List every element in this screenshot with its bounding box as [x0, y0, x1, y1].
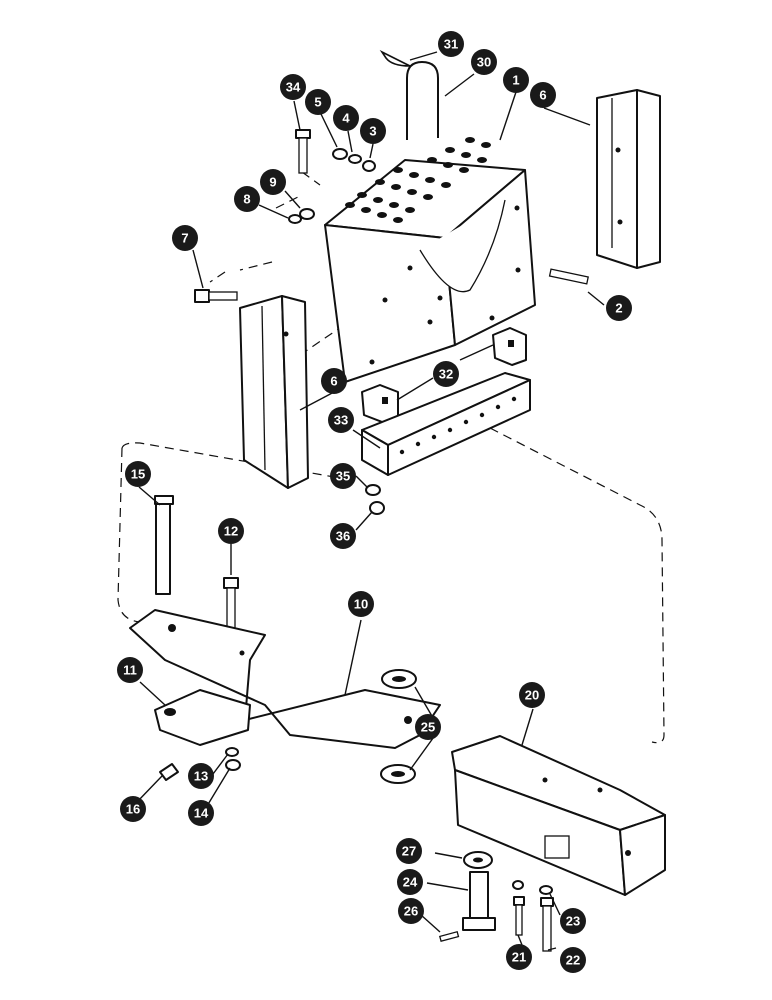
- callout-23-label: 23: [566, 914, 580, 929]
- callout-33: 33: [328, 407, 354, 433]
- channel-right: [596, 89, 661, 269]
- callout-14-label: 14: [194, 806, 209, 821]
- callout-2: 2: [606, 295, 632, 321]
- callout-6b-label: 6: [330, 374, 337, 389]
- callout-20-label: 20: [525, 688, 539, 703]
- callout-11: 11: [117, 657, 143, 683]
- callout-8: 8: [234, 186, 260, 212]
- callout-11-label: 11: [123, 663, 137, 678]
- washer-23: [539, 885, 553, 895]
- callout-35: 35: [330, 463, 356, 489]
- callout-3: 3: [360, 118, 386, 144]
- callout-10-label: 10: [354, 597, 368, 612]
- callout-15-label: 15: [131, 467, 145, 482]
- bolt-12: [223, 577, 239, 629]
- callout-5-label: 5: [314, 95, 321, 110]
- callout-14: 14: [188, 800, 214, 826]
- callout-8-label: 8: [243, 192, 250, 207]
- callout-9: 9: [260, 169, 286, 195]
- callout-30: 30: [471, 49, 497, 75]
- weight-box: [324, 137, 536, 383]
- bolt-21: [512, 880, 525, 936]
- callout-9-label: 9: [269, 175, 276, 190]
- washer-27: [463, 851, 493, 869]
- callout-36: 36: [330, 523, 356, 549]
- bolt-22: [540, 897, 554, 952]
- callout-12-label: 12: [224, 524, 238, 539]
- callout-6a: 6: [530, 82, 556, 108]
- callout-30-label: 30: [477, 55, 491, 70]
- callout-32: 32: [433, 361, 459, 387]
- callout-13: 13: [188, 763, 214, 789]
- callout-3-label: 3: [369, 124, 376, 139]
- callout-4: 4: [333, 105, 359, 131]
- pin-24: [462, 871, 496, 931]
- callout-33-label: 33: [334, 413, 348, 428]
- callout-7-label: 7: [181, 231, 188, 246]
- callout-21-label: 21: [512, 950, 526, 965]
- bolt-7: [194, 289, 238, 303]
- callout-26: 26: [398, 898, 424, 924]
- u-bolt-30: [406, 61, 439, 140]
- callout-31: 31: [438, 31, 464, 57]
- callout-5: 5: [305, 89, 331, 115]
- channel-left: [239, 295, 309, 489]
- callout-20: 20: [519, 682, 545, 708]
- nuts-35-36: [365, 484, 385, 515]
- callout-26-label: 26: [404, 904, 418, 919]
- callout-23: 23: [560, 908, 586, 934]
- stud-2: [548, 268, 589, 285]
- callout-34: 34: [280, 74, 306, 100]
- callout-7: 7: [172, 225, 198, 251]
- nuts-washers-3-4-5: [332, 148, 376, 172]
- callout-24-label: 24: [403, 875, 418, 890]
- callout-2-label: 2: [615, 301, 622, 316]
- callout-13-label: 13: [194, 769, 208, 784]
- clevis-11: [154, 689, 251, 746]
- hitch-housing-20: [451, 735, 666, 896]
- callout-34-label: 34: [286, 80, 301, 95]
- drawbar-10: [129, 609, 441, 749]
- callout-31-label: 31: [444, 37, 458, 52]
- clip-pin-31: [379, 49, 411, 67]
- callout-27: 27: [396, 838, 422, 864]
- nuts-washers-8-9: [288, 208, 315, 224]
- callout-6a-label: 6: [539, 88, 546, 103]
- callout-1: 1: [503, 67, 529, 93]
- callout-25-label: 25: [421, 720, 435, 735]
- clip-16: [159, 763, 179, 781]
- callout-32-label: 32: [439, 367, 453, 382]
- callout-35-label: 35: [336, 469, 350, 484]
- pin-26: [438, 930, 460, 943]
- callout-16: 16: [120, 796, 146, 822]
- callout-10: 10: [348, 591, 374, 617]
- callout-12: 12: [218, 518, 244, 544]
- callout-25: 25: [415, 714, 441, 740]
- callout-16-label: 16: [126, 802, 140, 817]
- callout-1-label: 1: [512, 73, 519, 88]
- callout-22-label: 22: [566, 953, 580, 968]
- callout-27-label: 27: [402, 844, 416, 859]
- bolt-34: [295, 129, 311, 174]
- callout-15: 15: [125, 461, 151, 487]
- washers-25: [380, 669, 417, 784]
- nut-washer-13-14: [225, 747, 241, 771]
- callout-4-label: 4: [342, 111, 350, 126]
- callout-24: 24: [397, 869, 423, 895]
- pin-15: [154, 495, 174, 595]
- callout-6b: 6: [321, 368, 347, 394]
- callout-21: 21: [506, 944, 532, 970]
- mounting-bar: [361, 372, 531, 476]
- callout-22: 22: [560, 947, 586, 973]
- spacer-blocks: [361, 327, 527, 423]
- callout-36-label: 36: [336, 529, 350, 544]
